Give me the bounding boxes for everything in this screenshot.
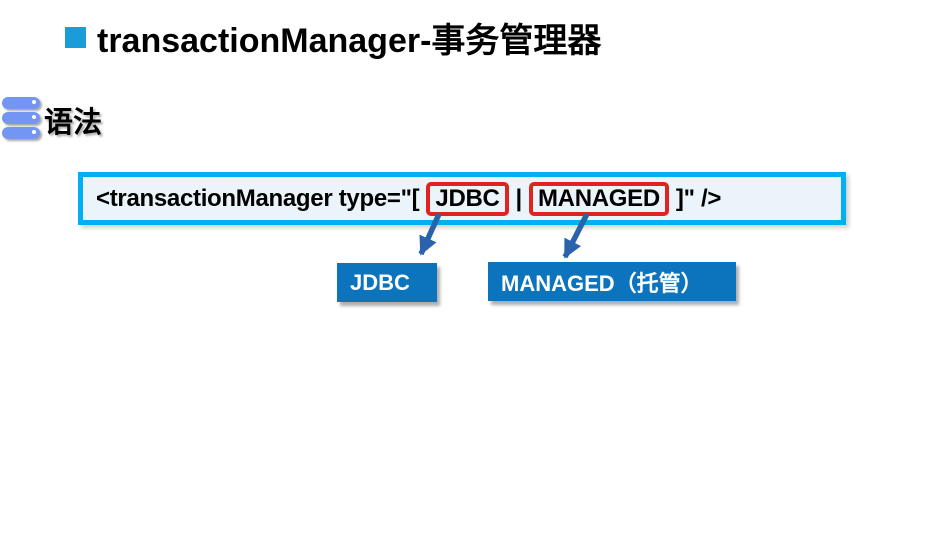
jdbc-token: JDBC [435, 184, 500, 212]
jdbc-callout-box: JDBC [337, 263, 437, 302]
database-stack-icon-bar [2, 112, 40, 124]
syntax-code-box: <transactionManager type="[ JDBC | MANAG… [78, 172, 846, 225]
managed-token: MANAGED [537, 184, 660, 212]
jdbc-highlight-box: JDBC [426, 181, 509, 216]
database-stack-icon [2, 97, 42, 141]
managed-callout-box: MANAGED（托管） [488, 262, 736, 301]
code-suffix: ]" /> [675, 184, 722, 212]
code-separator: | [515, 184, 523, 212]
database-stack-icon-bar [2, 97, 40, 109]
title-bullet-square-icon [65, 27, 86, 48]
code-prefix: <transactionManager type="[ [96, 184, 420, 212]
database-stack-icon-bar [2, 127, 40, 139]
slide-title: transactionManager-事务管理器 [97, 22, 602, 60]
section-heading: 语法 [44, 107, 103, 139]
managed-highlight-box: MANAGED [528, 181, 669, 216]
